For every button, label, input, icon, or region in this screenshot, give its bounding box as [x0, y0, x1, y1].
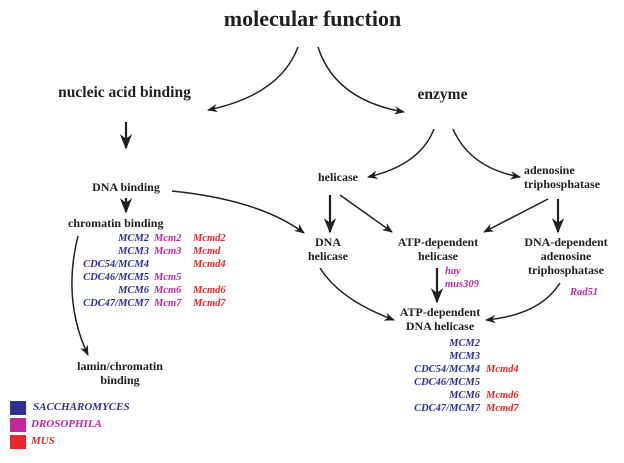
gene-sac: MCM3: [118, 246, 149, 257]
gene-sac: CDC47/MCM7: [83, 298, 149, 309]
node-label-line: adenosine: [540, 248, 592, 263]
gene-sac: MCM6: [449, 390, 480, 401]
node-molecular-function: molecular function: [223, 6, 402, 31]
node-chromatin-binding: chromatin binding: [68, 216, 164, 230]
edge-dna-binding-to-dna-helicase: [171, 190, 305, 234]
node-label-line: DNA helicase: [405, 318, 475, 333]
gene-mus: Mcmd6: [193, 285, 226, 296]
node-dna-binding: DNA binding: [92, 180, 160, 194]
gene-dro: Mcm2: [154, 233, 182, 244]
gene-mus: Mcmd7: [486, 403, 519, 414]
gene-sac: CDC47/MCM7: [414, 403, 480, 414]
node-label-line: ATP-dependent: [397, 235, 479, 249]
gene-sac: MCM3: [449, 351, 480, 362]
node-label-line: adenosine: [524, 163, 575, 177]
gene-mus: [486, 350, 519, 363]
node-adenosine-triphosphatase: adenosine triphosphatase: [524, 163, 614, 192]
gene-col-saccharomyces: MCM2 MCM3 CDC54/MCM4 CDC46/MCM5 MCM6 CDC…: [390, 337, 480, 415]
node-nucleic-acid-binding: nucleic acid binding: [58, 84, 191, 101]
gene-dro: Mcm3: [154, 246, 182, 257]
gene-mus: [486, 376, 519, 389]
gene-sac: MCM6: [118, 285, 149, 296]
node-enzyme: enzyme: [417, 86, 468, 103]
legend-swatch-saccharomyces: [10, 401, 26, 415]
legend-label-drosophila: DROSOPHILA: [31, 418, 102, 430]
gene-mus: [486, 337, 519, 350]
edge-enzyme-to-atpase: [452, 128, 522, 180]
node-label-line: DNA: [315, 235, 341, 249]
gene-col-saccharomyces: MCM2 MCM3 CDC54/MCM4 CDC46/MCM5 MCM6 CDC…: [70, 232, 149, 310]
gene-mus: Mcmd2: [193, 233, 226, 244]
gene-sac: CDC54/MCM4: [414, 364, 480, 375]
node-atp-dependent-helicase: ATP-dependent helicase: [386, 235, 490, 264]
gene-dro: Mcm7: [154, 298, 182, 309]
gene-sac: MCM2: [449, 338, 480, 349]
node-label-line: binding: [100, 372, 140, 387]
node-label-line: lamin/chromatin: [77, 359, 163, 373]
gene-col-drosophila: Mcm2 Mcm3 Mcm5 Mcm6 Mcm7: [154, 232, 181, 310]
gene-mus: [193, 271, 226, 284]
node-dna-dependent-atpase: DNA-dependent adenosine triphosphatase: [510, 235, 622, 277]
node-label-line: helicase: [418, 248, 458, 263]
gene-dro: hay: [445, 266, 461, 277]
gene-list-dna-dependent-atpase: Rad51: [570, 286, 598, 299]
edge-enzyme-to-helicase: [366, 128, 435, 179]
node-dna-helicase: DNA helicase: [300, 235, 356, 264]
gene-sac: CDC46/MCM5: [83, 272, 149, 283]
gene-mus: Mcmd4: [486, 364, 519, 375]
legend-swatch-drosophila: [10, 418, 26, 432]
node-label-line: DNA-dependent: [524, 235, 608, 249]
edge-dna-helicase-to-atp-dna-helicase: [319, 267, 395, 321]
gene-col-mus: Mcmd2 Mcmd Mcmd4 Mcmd6 Mcmd7: [193, 232, 226, 310]
legend-label-saccharomyces: SACCHAROMYCES: [33, 401, 130, 413]
node-label-line: helicase: [308, 248, 348, 263]
legend-swatch-mus: [10, 435, 26, 449]
edge-root-to-nucleic-acid-binding: [206, 46, 299, 113]
gene-dro: mus309: [445, 279, 479, 290]
edge-dna-dep-atpase-to-atp-dna-helicase: [484, 282, 561, 324]
gene-dro: Mcm6: [154, 285, 182, 296]
gene-dro: Rad51: [570, 287, 599, 298]
gene-mus: Mcmd: [193, 246, 221, 257]
edge-root-to-enzyme: [317, 46, 406, 115]
gene-list-atp-dependent-helicase: hay mus309: [445, 265, 479, 291]
gene-dro: [154, 258, 181, 271]
gene-sac: MCM2: [118, 233, 149, 244]
gene-col-mus: Mcmd4 Mcmd6 Mcmd7: [486, 337, 519, 415]
gene-sac: CDC54/MCM4: [83, 259, 149, 270]
edge-helicase-to-atp-helicase: [339, 194, 393, 233]
node-label-line: triphosphatase: [524, 176, 601, 191]
node-label-line: ATP-dependent: [399, 305, 481, 319]
edge-atpase-to-atp-helicase: [483, 198, 549, 233]
node-atp-dependent-dna-helicase: ATP-dependent DNA helicase: [390, 305, 490, 334]
gene-sac: CDC46/MCM5: [414, 377, 480, 388]
gene-dro: Mcm5: [154, 272, 182, 283]
node-helicase: helicase: [318, 170, 358, 184]
gene-mus: Mcmd6: [486, 390, 519, 401]
legend-label-mus: MUS: [31, 435, 55, 447]
node-label-line: triphosphatase: [527, 262, 604, 277]
node-lamin-chromatin-binding: lamin/chromatin binding: [70, 359, 170, 388]
gene-mus: Mcmd7: [193, 298, 226, 309]
edge-chromatin-to-lamin: [71, 235, 89, 356]
gene-mus: Mcmd4: [193, 259, 226, 270]
